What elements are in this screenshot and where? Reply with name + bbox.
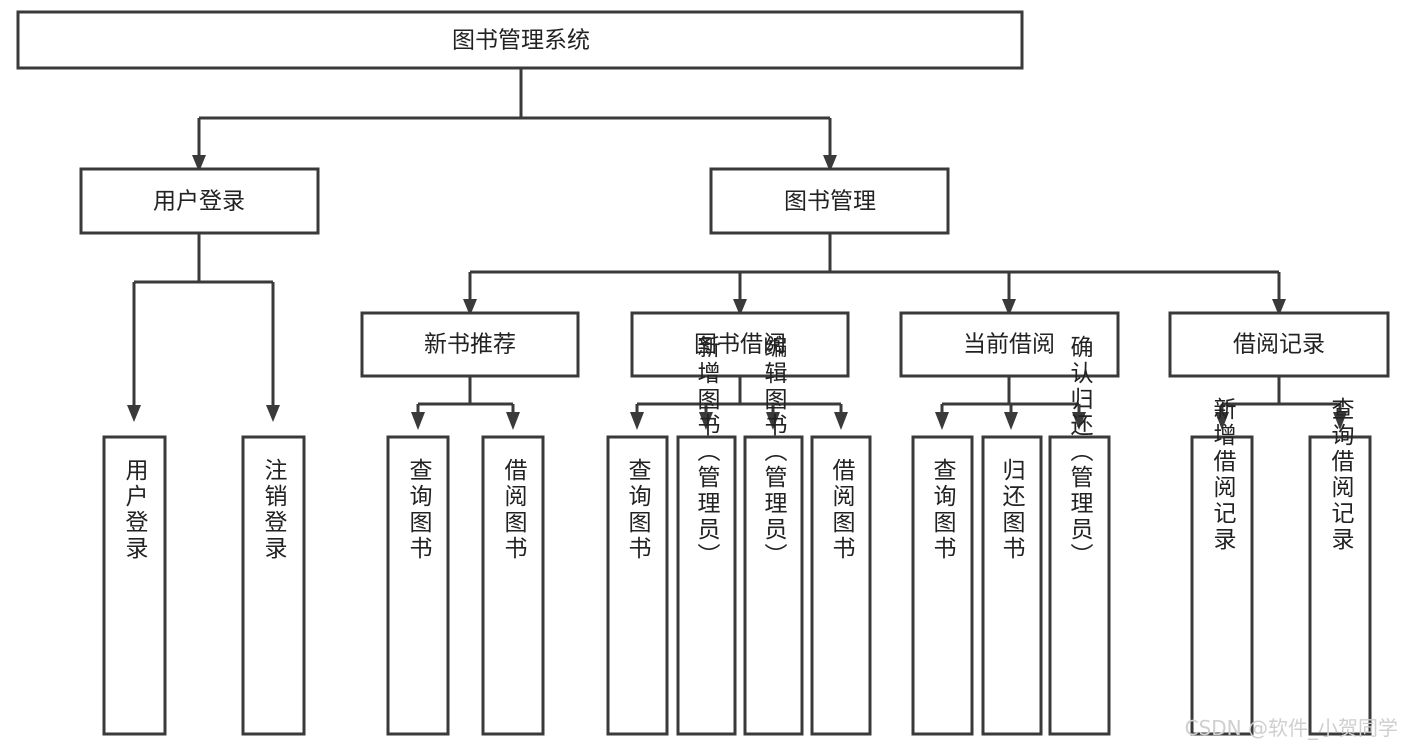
node-new-book-recommend[interactable]: 新书推荐 <box>360 311 580 378</box>
leaf-query-book-newbooks-label: 查询图书 <box>405 458 433 562</box>
arrowhead-leaf-edit-book <box>766 412 780 430</box>
node-book-borrow-label: 图书借阅 <box>694 332 786 358</box>
leaf-query-borrow-record[interactable]: 查询借阅记录 <box>1308 397 1372 736</box>
leaf-borrow-book-borrow-label: 借阅图书 <box>828 458 856 562</box>
node-root-system[interactable]: 图书管理系统 <box>16 10 1024 70</box>
leaf-add-borrow-record[interactable]: 新增借阅记录 <box>1190 397 1254 736</box>
leaf-borrow-book-borrow-box <box>810 435 872 736</box>
leaf-query-book-newbooks[interactable]: 查询图书 <box>386 435 450 736</box>
leaf-confirm-return-admin-label: 确认归还（管理员） <box>1066 335 1094 569</box>
arrowhead-leaf-borrow-book-1 <box>506 412 520 430</box>
leaf-add-borrow-record-box <box>1190 435 1254 736</box>
leaf-confirm-return-admin[interactable]: 确认归还（管理员） <box>1048 335 1111 736</box>
leaf-query-book-current-label: 查询图书 <box>929 458 957 562</box>
leaf-edit-book-admin-label: 编辑图书（管理员） <box>760 335 788 569</box>
leaf-query-book-borrow[interactable]: 查询图书 <box>606 435 669 736</box>
leaf-return-book[interactable]: 归还图书 <box>981 435 1043 736</box>
arrowhead-borrow-record <box>1272 299 1286 316</box>
connector-layer <box>127 68 1347 430</box>
arrowhead-leaf-query-book-1 <box>411 412 425 430</box>
leaf-query-borrow-record-box <box>1308 435 1372 736</box>
arrowhead-leaf-user-login <box>127 405 141 422</box>
arrowhead-leaf-add-book <box>699 412 713 430</box>
leaf-confirm-return-admin-box <box>1048 435 1111 736</box>
arrowhead-book-manage <box>823 155 837 172</box>
node-book-management-label: 图书管理 <box>784 189 876 215</box>
leaf-add-borrow-record-label: 新增借阅记录 <box>1209 397 1237 553</box>
leaf-add-book-admin-label: 新增图书（管理员） <box>693 335 721 569</box>
node-new-book-recommend-box <box>360 311 580 378</box>
leaf-query-book-borrow-label: 查询图书 <box>624 458 652 562</box>
node-user-login-label: 用户登录 <box>153 189 245 215</box>
leaf-logout-login-box <box>241 435 306 736</box>
leaf-return-book-label: 归还图书 <box>998 458 1026 562</box>
leaf-logout-login-label: 注销登录 <box>260 458 288 562</box>
csdn-watermark: CSDN @软件_小贺同学 <box>1185 716 1398 740</box>
arrowhead-leaf-query-book-3 <box>935 412 949 430</box>
arrowhead-leaf-query-record <box>1333 412 1347 430</box>
arrowhead-leaf-add-record <box>1215 412 1229 430</box>
leaf-query-borrow-record-label: 查询借阅记录 <box>1327 397 1355 553</box>
node-book-borrow[interactable]: 图书借阅 <box>630 311 850 378</box>
leaf-user-login[interactable]: 用户登录 <box>102 435 167 736</box>
arrowhead-new-books <box>463 299 477 316</box>
arrowhead-leaf-logout-login <box>266 405 280 422</box>
arrowhead-leaf-query-book-2 <box>630 412 644 430</box>
node-book-borrow-box <box>630 311 850 378</box>
node-root-system-box <box>16 10 1024 70</box>
node-new-book-recommend-label: 新书推荐 <box>424 332 516 358</box>
leaf-query-book-borrow-box <box>606 435 669 736</box>
leaf-logout-login[interactable]: 注销登录 <box>241 435 306 736</box>
arrowhead-leaf-confirm-return <box>1072 412 1086 430</box>
node-current-borrow[interactable]: 当前借阅 <box>899 311 1120 378</box>
arrowhead-leaf-return-book <box>1004 412 1018 430</box>
leaf-user-login-label: 用户登录 <box>121 458 149 562</box>
leaf-return-book-box <box>981 435 1043 736</box>
node-borrow-record-label: 借阅记录 <box>1233 332 1325 358</box>
node-borrow-record[interactable]: 借阅记录 <box>1168 311 1390 378</box>
leaf-user-login-box <box>102 435 167 736</box>
leaf-borrow-book-newbooks[interactable]: 借阅图书 <box>481 435 545 736</box>
node-book-management-box <box>709 167 950 235</box>
node-root-system-label: 图书管理系统 <box>452 28 590 54</box>
leaf-query-book-newbooks-box <box>386 435 450 736</box>
arrowhead-user-login <box>192 155 206 172</box>
leaf-edit-book-admin-box <box>743 435 804 736</box>
arrowhead-book-borrow <box>733 299 747 316</box>
arrowhead-leaf-borrow-book-2 <box>834 412 848 430</box>
node-borrow-record-box <box>1168 311 1390 378</box>
node-user-login[interactable]: 用户登录 <box>79 167 320 235</box>
leaf-edit-book-admin[interactable]: 编辑图书（管理员） <box>743 335 804 736</box>
node-user-login-box <box>79 167 320 235</box>
node-book-management[interactable]: 图书管理 <box>709 167 950 235</box>
arrowhead-current-borrow <box>1002 299 1016 316</box>
node-current-borrow-label: 当前借阅 <box>963 332 1055 358</box>
leaf-add-book-admin[interactable]: 新增图书（管理员） <box>676 335 737 736</box>
leaf-query-book-current-box <box>911 435 974 736</box>
leaf-borrow-book-newbooks-box <box>481 435 545 736</box>
leaf-add-book-admin-box <box>676 435 737 736</box>
leaf-borrow-book-newbooks-label: 借阅图书 <box>500 458 528 562</box>
leaf-query-book-current[interactable]: 查询图书 <box>911 435 974 736</box>
node-current-borrow-box <box>899 311 1120 378</box>
leaf-borrow-book-borrow[interactable]: 借阅图书 <box>810 435 872 736</box>
